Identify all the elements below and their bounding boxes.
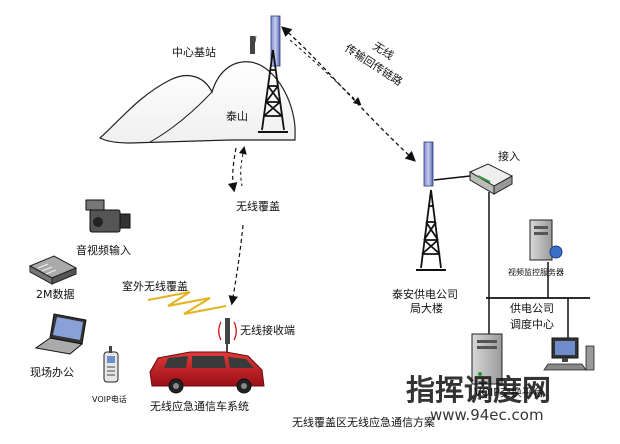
label-taishan: 泰山: [226, 109, 248, 123]
label-vehicle-system: 无线应急通信车系统: [150, 399, 249, 413]
dispatch-workstation-icon: [543, 337, 595, 371]
label-av-input: 音视频输入: [76, 243, 131, 257]
label-access: 接入: [498, 150, 520, 163]
taian-tower: [416, 141, 446, 271]
label-voip-phone: VOIP电话: [92, 394, 127, 404]
coverage-arrow-lower: [228, 224, 244, 306]
label-voip-server: VOIP交换平台: [474, 385, 544, 399]
data-switch-icon: [28, 255, 78, 285]
label-2m-data: 2M数据: [36, 287, 75, 301]
label-video-server: 视频监控服务器: [508, 267, 564, 277]
watermark-title: 指挥调度网: [406, 373, 551, 407]
center-station-omni-antenna: [250, 36, 255, 54]
label-wireless-coverage: 无线覆盖: [236, 199, 280, 213]
watermark-url: www.94ec.com: [430, 406, 544, 424]
globe-icon: [549, 245, 563, 259]
coverage-arrow-upper-left: [227, 147, 238, 193]
voip-server-icon: [471, 333, 503, 385]
label-outdoor-coverage: 室外无线覆盖: [122, 279, 188, 293]
coverage-arrow-upper-right: [238, 146, 247, 187]
label-center-station: 中心基站: [172, 45, 216, 59]
label-receiver: 无线接收端: [240, 323, 295, 337]
label-field-office: 现场办公: [30, 365, 74, 379]
label-dispatch-1: 供电公司: [510, 301, 554, 315]
receiver-antenna: [218, 318, 237, 352]
tower-to-router-line: [433, 175, 471, 181]
outdoor-coverage-zigzag: [147, 291, 227, 315]
emergency-vehicle-icon: [149, 351, 265, 394]
access-router: [468, 163, 514, 195]
laptop-icon: [34, 313, 87, 355]
label-taian-building-1: 泰安供电公司: [392, 287, 458, 301]
video-server-icon: [529, 219, 563, 261]
label-taian-building-2: 局大楼: [410, 301, 443, 315]
taian-panel-antenna: [423, 141, 434, 187]
voip-phone-icon: [103, 346, 119, 383]
diagram-caption: 无线覆盖区无线应急通信方案: [292, 415, 435, 429]
taishan-mountain: [98, 61, 296, 144]
backhaul-link-return-line: [289, 39, 362, 106]
video-camera-icon: [85, 199, 131, 233]
label-dispatch-2: 调度中心: [510, 317, 554, 331]
